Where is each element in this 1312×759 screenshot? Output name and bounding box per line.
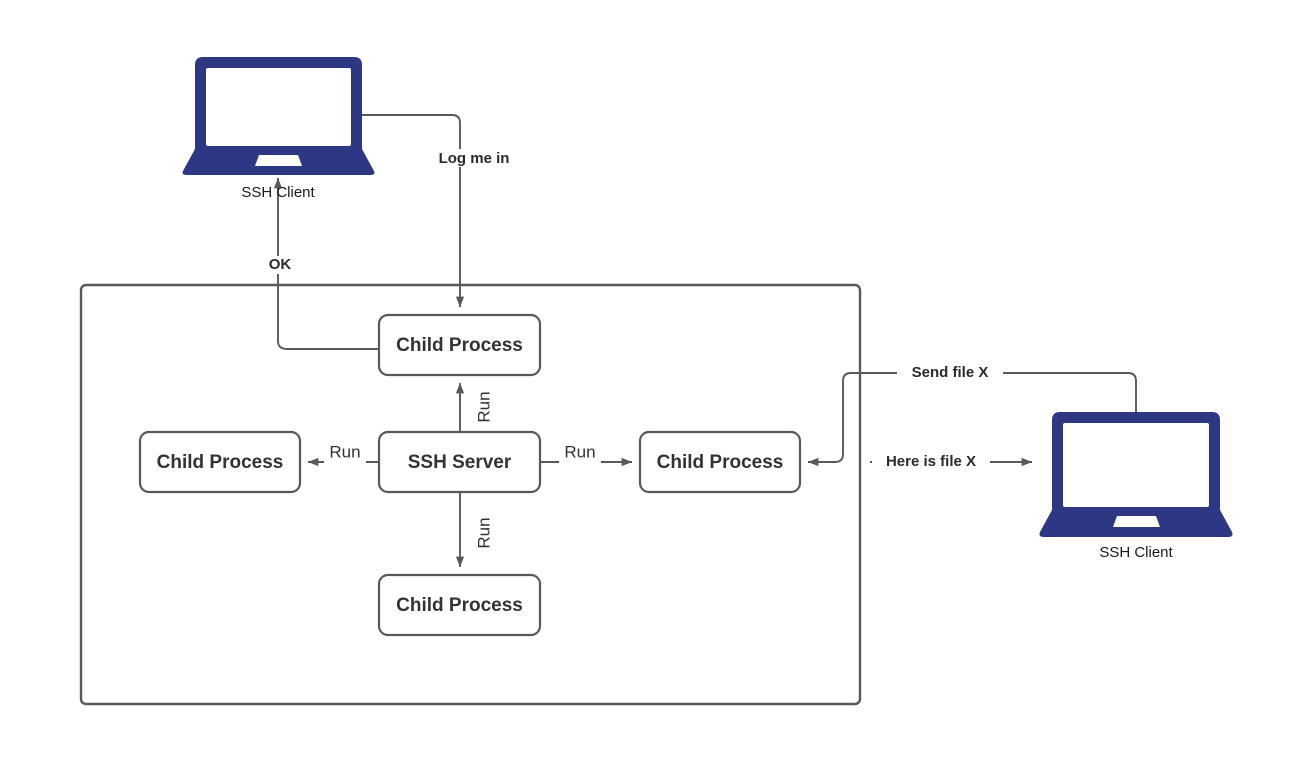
laptop-screen-glass-icon — [206, 68, 351, 146]
laptop-screen-glass-icon — [1063, 423, 1209, 507]
edge-send-file-x-line — [807, 372, 1137, 467]
edge-label-send-file-x: Send file X — [897, 364, 1003, 382]
ssh-client-top[interactable]: SSH Client — [182, 57, 375, 201]
edge-label-log-me-in: Log me in — [411, 149, 509, 167]
process-box — [138, 430, 302, 494]
process-box — [638, 430, 802, 494]
edge-run-right-label: Run — [564, 442, 595, 461]
process-box — [377, 573, 542, 637]
child-process-right[interactable]: Child Process — [638, 430, 802, 494]
edge-log-me-in-line — [358, 114, 465, 308]
edge-label-ok: OK — [262, 256, 296, 274]
edge-ok-label: OK — [269, 256, 292, 273]
laptop-notch-icon — [1113, 516, 1160, 527]
edge-label-run-left: Run — [324, 442, 366, 463]
ssh-client-right[interactable]: SSH Client — [1039, 412, 1233, 561]
child-process-top[interactable]: Child Process — [377, 313, 542, 377]
process-box — [377, 430, 542, 494]
child-process-left[interactable]: Child Process — [138, 430, 302, 494]
ssh-server-label: SSH Server — [408, 452, 512, 473]
edge-ok-line — [273, 177, 379, 350]
edge-run-down-label: Run — [474, 517, 493, 548]
edge-run-left-label: Run — [329, 442, 360, 461]
server-host-boundary — [79, 283, 862, 706]
edge-label-run-right: Run — [559, 442, 601, 463]
child-process-bottom[interactable]: Child Process — [377, 573, 542, 637]
process-box — [377, 313, 542, 377]
child-process-top-label: Child Process — [396, 335, 523, 356]
edge-label-here-is-file-x: Here is file X — [872, 453, 990, 471]
edge-label-run-up: Run — [474, 384, 494, 430]
edge-log-me-in-label: Log me in — [439, 150, 510, 167]
child-process-bottom-label: Child Process — [396, 595, 523, 616]
ssh-server[interactable]: SSH Server — [377, 430, 542, 494]
laptop-notch-icon — [255, 155, 302, 166]
edge-send-file-x-label: Send file X — [912, 364, 989, 381]
edge-label-run-down: Run — [474, 510, 494, 556]
edge-run-up-label: Run — [474, 391, 493, 422]
edge-here-is-file-x-label: Here is file X — [886, 453, 976, 470]
child-process-left-label: Child Process — [157, 452, 284, 473]
child-process-right-label: Child Process — [657, 452, 784, 473]
ssh-client-top-caption: SSH Client — [241, 184, 315, 201]
ssh-client-right-caption: SSH Client — [1099, 544, 1173, 561]
